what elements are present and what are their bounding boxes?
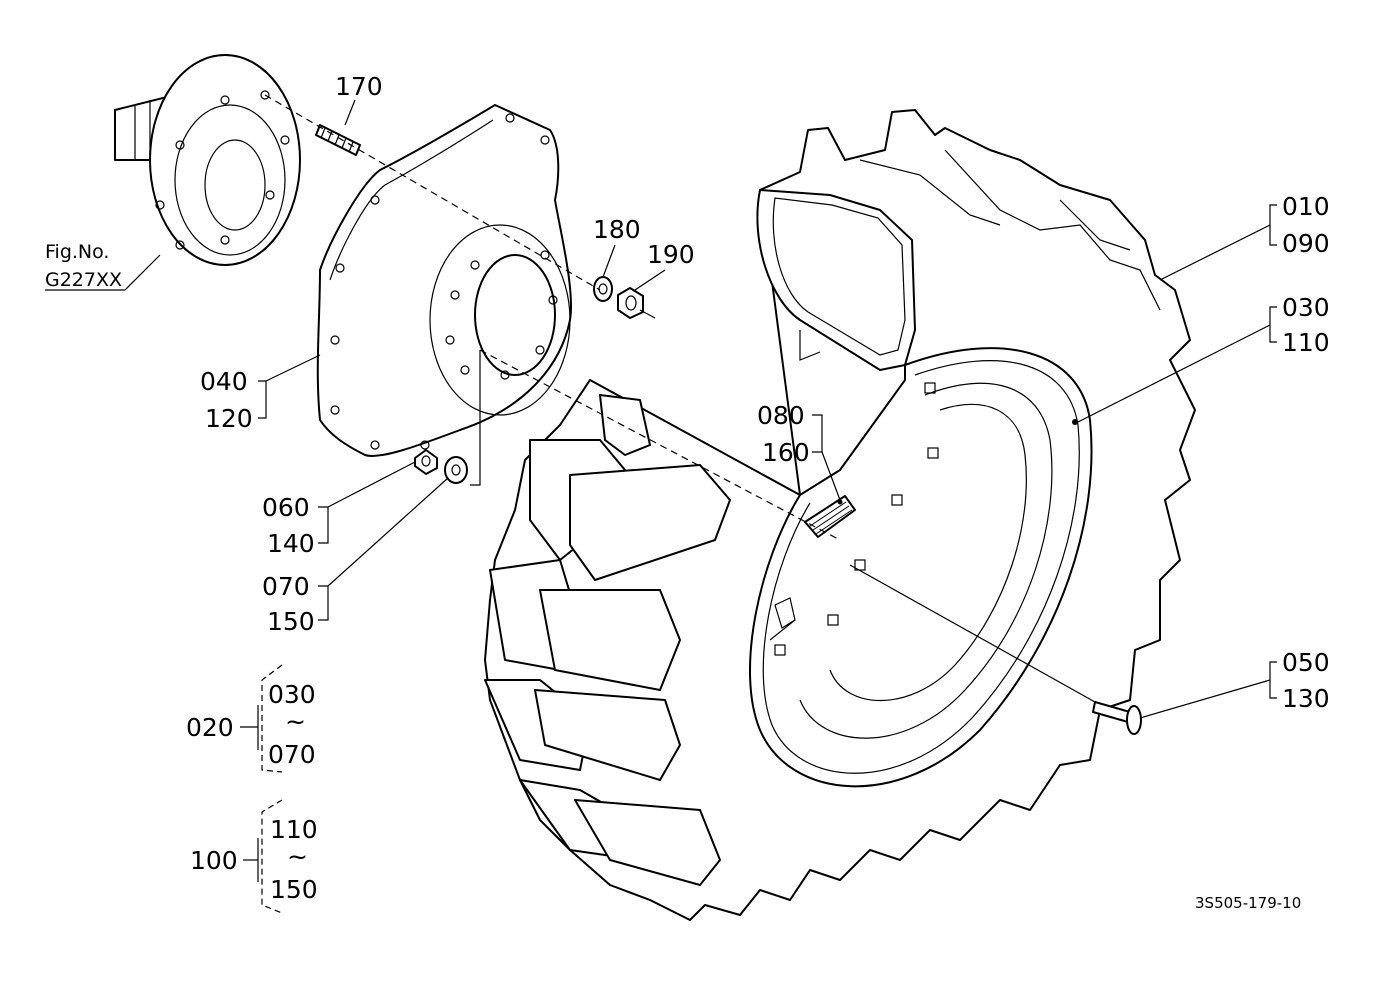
stud-bolt — [315, 124, 361, 156]
callout-180: 180 — [593, 215, 641, 244]
callout-090: 090 — [1282, 229, 1330, 258]
rim — [749, 347, 1093, 788]
callout-120: 120 — [205, 404, 253, 433]
callout-140: 140 — [267, 529, 315, 558]
group-100-from: 110 — [270, 815, 318, 844]
group-brackets — [240, 664, 283, 914]
callout-170: 170 — [335, 72, 383, 101]
callout-labels: 170 Fig.No. G227XX 180 190 010 090 030 1… — [45, 72, 1330, 912]
callout-050: 050 — [1282, 648, 1330, 677]
group-020-tilde: ~ — [285, 707, 306, 736]
group-020-parent: 020 — [186, 713, 234, 742]
hub-flange — [114, 54, 301, 266]
washer-lower — [444, 456, 468, 484]
washer — [593, 276, 613, 302]
callout-190: 190 — [647, 240, 695, 269]
leader-lines — [45, 99, 1277, 719]
group-020-from: 030 — [268, 680, 316, 709]
nut — [617, 287, 644, 319]
callout-110: 110 — [1282, 328, 1330, 357]
callout-150: 150 — [267, 607, 315, 636]
fig-no-value: G227XX — [45, 269, 122, 291]
callout-070: 070 — [262, 572, 310, 601]
callout-080: 080 — [757, 401, 805, 430]
disc-wheel — [316, 104, 572, 457]
callout-040: 040 — [200, 367, 248, 396]
drawing-number: 3S505-179-10 — [1195, 894, 1301, 912]
callout-130: 130 — [1282, 684, 1330, 713]
nut-lower — [414, 449, 438, 475]
callout-030: 030 — [1282, 293, 1330, 322]
group-020-to: 070 — [268, 740, 316, 769]
callout-010: 010 — [1282, 192, 1330, 221]
group-100-parent: 100 — [190, 846, 238, 875]
group-100-tilde: ~ — [287, 842, 308, 871]
assembly-lines — [264, 94, 1096, 703]
group-100-to: 150 — [270, 875, 318, 904]
callout-060: 060 — [262, 493, 310, 522]
fig-no-label: Fig.No. — [45, 241, 109, 263]
callout-160: 160 — [762, 438, 810, 467]
